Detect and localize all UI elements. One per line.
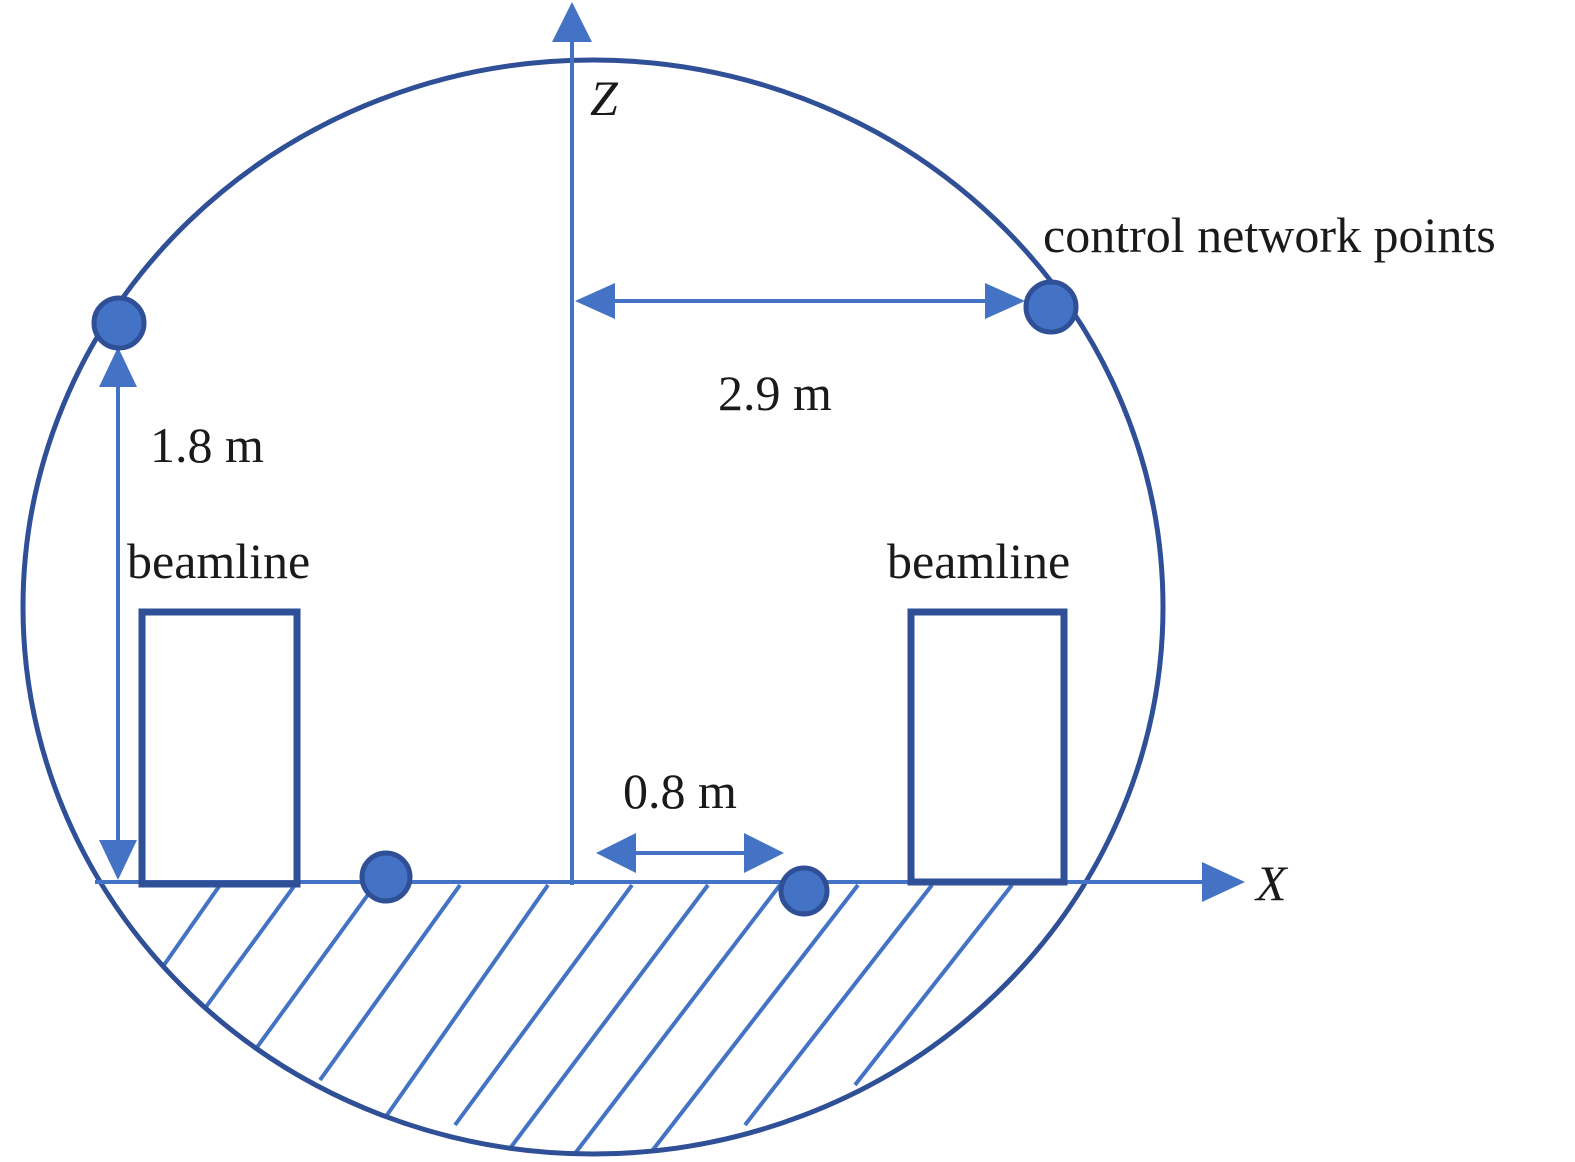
x-axis-arrowhead bbox=[1202, 862, 1245, 902]
beamline-label-right: beamline bbox=[887, 533, 1070, 589]
tunnel-outline bbox=[20, 57, 1166, 1157]
control-point-left-wall bbox=[91, 295, 147, 351]
control-point-floor-right bbox=[778, 865, 830, 917]
floor-hatching bbox=[148, 883, 1014, 1154]
dimension-arrow-small bbox=[596, 833, 784, 873]
horizontal-dimension-label: 2.9 m bbox=[718, 365, 832, 421]
beamline-box-right bbox=[907, 608, 1068, 886]
control-point-right-wall bbox=[1023, 279, 1079, 335]
vertical-dimension-label: 1.8 m bbox=[150, 417, 264, 473]
control-point-floor-left bbox=[359, 850, 413, 904]
small-dimension-label: 0.8 m bbox=[623, 763, 737, 819]
control-network-points-label: control network points bbox=[1043, 207, 1496, 263]
z-axis-label: Z bbox=[590, 70, 619, 126]
x-axis-label: X bbox=[1254, 855, 1289, 911]
dimension-arrow-horizontal bbox=[575, 283, 1025, 319]
dimension-arrow-vertical bbox=[99, 347, 137, 880]
z-axis-arrowhead bbox=[552, 2, 592, 42]
beamline-box-left bbox=[138, 608, 301, 888]
beamline-label-left: beamline bbox=[127, 533, 310, 589]
